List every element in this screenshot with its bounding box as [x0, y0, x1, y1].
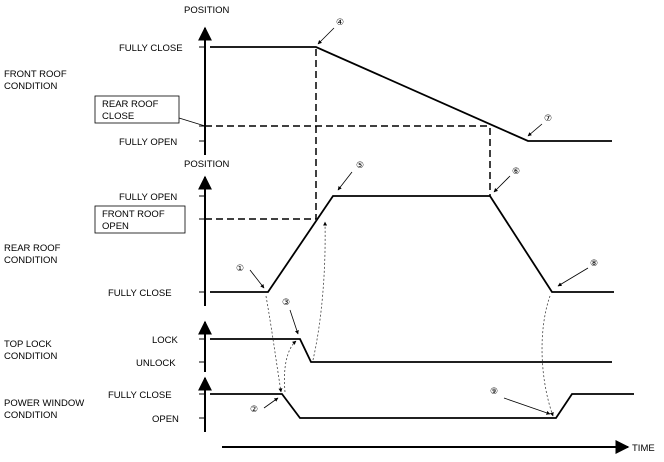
front-roof-condition-line1: FRONT ROOF	[4, 69, 67, 80]
marker-3-pointer	[289, 309, 299, 335]
marker-5-pointer	[337, 171, 353, 191]
marker-1: ①	[236, 264, 265, 289]
rear-roof-reference-box	[94, 205, 186, 234]
marker-2: ②	[250, 397, 279, 415]
rear-roof-reference-line2: OPEN	[102, 221, 129, 232]
marker-7-symbol: ⑦	[544, 114, 552, 124]
rear-roof-level-high: FULLY OPEN	[119, 192, 177, 203]
front-roof-waveform	[210, 46, 612, 142]
marker-1-pointer	[249, 269, 265, 289]
marker-9-pointer	[503, 397, 551, 415]
power-window-section: FULLY CLOSE OPEN POWER WINDOW CONDITION	[4, 376, 634, 432]
marker-2-pointer	[263, 397, 279, 409]
power-window-condition-line1: POWER WINDOW	[4, 398, 84, 409]
marker-8-symbol: ⑧	[590, 259, 598, 269]
rear-roof-axis-title: POSITION	[184, 159, 230, 170]
rear-roof-section: POSITION FULLY OPEN FULLY CLOSE REAR ROO…	[4, 159, 614, 306]
rear-roof-level-low: FULLY CLOSE	[108, 288, 172, 299]
marker-4-pointer	[317, 27, 335, 45]
front-roof-level-high: FULLY CLOSE	[119, 43, 183, 54]
front-roof-condition-line2: CONDITION	[4, 81, 57, 92]
power-window-level-high: FULLY CLOSE	[108, 390, 172, 401]
causal-arrow-1-to-2	[265, 295, 283, 393]
marker-9: ⑨	[490, 387, 551, 415]
front-roof-level-low: FULLY OPEN	[119, 137, 177, 148]
top-lock-condition-line2: CONDITION	[4, 351, 57, 362]
marker-6-pointer	[493, 175, 511, 193]
causal-arrow-8-to-9	[541, 295, 554, 417]
marker-6-symbol: ⑥	[512, 167, 520, 177]
rear-roof-condition-line1: REAR ROOF	[4, 243, 61, 254]
top-lock-condition-line1: TOP LOCK	[4, 339, 52, 350]
power-window-condition-line2: CONDITION	[4, 410, 57, 421]
marker-4-symbol: ④	[336, 18, 344, 28]
time-axis-label: TIME	[632, 443, 655, 454]
causal-arrow-2-to-3	[284, 340, 297, 393]
marker-5-symbol: ⑤	[356, 161, 364, 171]
marker-8: ⑧	[557, 259, 598, 287]
front-roof-reference-box	[94, 95, 180, 124]
marker-2-symbol: ②	[250, 405, 258, 415]
marker-8-pointer	[557, 267, 589, 287]
marker-1-symbol: ①	[236, 264, 244, 274]
rear-roof-reference-line1: FRONT ROOF	[102, 209, 165, 220]
marker-3-symbol: ③	[282, 298, 290, 308]
marker-3: ③	[282, 298, 299, 335]
front-roof-section: POSITION FULLY CLOSE FULLY OPEN FRONT RO…	[4, 5, 612, 155]
marker-9-symbol: ⑨	[490, 387, 498, 397]
top-lock-section: LOCK UNLOCK TOP LOCK CONDITION	[4, 320, 612, 372]
marker-4: ④	[317, 18, 344, 45]
marker-5: ⑤	[337, 161, 364, 191]
causal-arrow-3-to-rear-roof	[312, 221, 328, 361]
marker-7: ⑦	[527, 114, 552, 137]
front-roof-axis-title: POSITION	[184, 5, 230, 16]
marker-6: ⑥	[493, 167, 520, 193]
rear-roof-waveform	[210, 195, 614, 293]
front-roof-reference-line2: CLOSE	[102, 111, 134, 122]
front-roof-reference-leader	[178, 117, 206, 127]
top-lock-level-low: UNLOCK	[136, 358, 176, 369]
power-window-waveform	[210, 393, 634, 419]
rear-roof-condition-line2: CONDITION	[4, 255, 57, 266]
marker-7-pointer	[527, 123, 543, 137]
front-roof-reference-line1: REAR ROOF	[102, 99, 159, 110]
top-lock-level-high: LOCK	[152, 335, 179, 346]
top-lock-waveform	[210, 338, 612, 363]
power-window-level-low: OPEN	[152, 414, 179, 425]
